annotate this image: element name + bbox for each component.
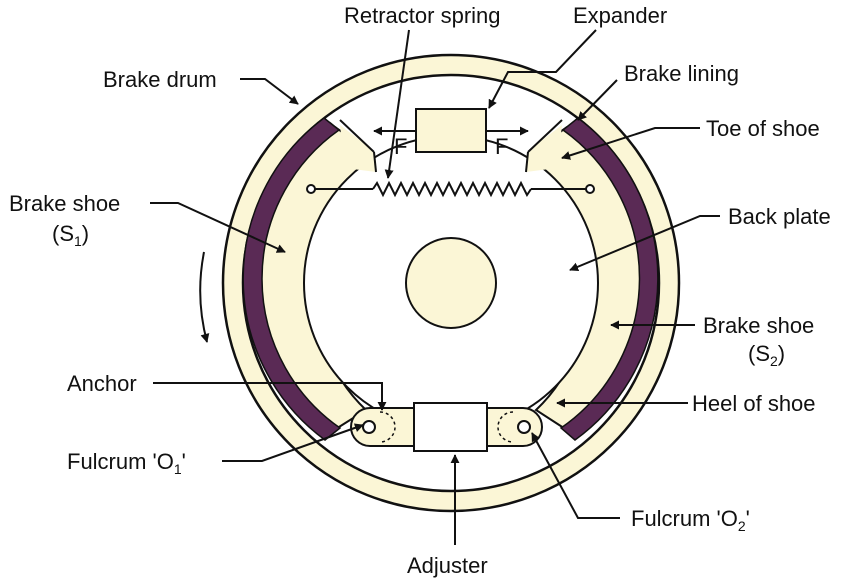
toe-end-left [373,151,377,173]
shoe-toe-right [526,125,562,172]
retractor-spring [306,180,595,198]
toe-edge-right [527,119,563,153]
toe-edge-left [339,119,375,153]
label-brake-lining: Brake lining [624,61,739,86]
label-heel-of-shoe: Heel of shoe [692,391,816,416]
label-anchor: Anchor [67,371,137,396]
hub-circle [405,237,497,329]
label-brake-shoe-s1: Brake shoe [9,191,120,216]
label-retractor-spring: Retractor spring [344,3,501,28]
leader-brake-lining [577,79,618,121]
label-toe-of-shoe: Toe of shoe [706,116,820,141]
force-label-left: F [394,134,407,159]
brake-lining-left [242,117,342,441]
shoe-toe-left [340,125,376,172]
expander-block [415,108,487,153]
rotation-arrow [199,251,210,343]
leader-anchor [153,382,387,411]
adjuster-block [413,402,488,452]
leader-toe-of-shoe [561,127,700,160]
force-label-right: F [495,134,508,159]
label-fulcrum-o1: Fulcrum 'O1' [67,449,186,477]
label-brake-drum: Brake drum [103,67,217,92]
leader-brake-shoe-s1 [150,202,286,253]
leader-fulcrum-o1 [222,423,364,462]
label-brake-shoe-s1-id: (S1) [52,221,89,249]
label-fulcrum-o2: Fulcrum 'O2' [631,506,750,534]
label-brake-shoe-s2-id: (S2) [748,341,785,369]
leader-fulcrum-o2 [531,432,620,519]
leader-retractor-spring [384,29,410,179]
brake-lining-right [559,117,659,441]
label-adjuster: Adjuster [407,553,488,578]
leader-brake-drum [240,78,299,105]
leader-expander [488,29,597,109]
leader-back-plate [569,215,720,272]
toe-end-right [525,151,529,173]
label-brake-shoe-s2: Brake shoe [703,313,814,338]
label-expander: Expander [573,3,667,28]
label-back-plate: Back plate [728,204,831,229]
